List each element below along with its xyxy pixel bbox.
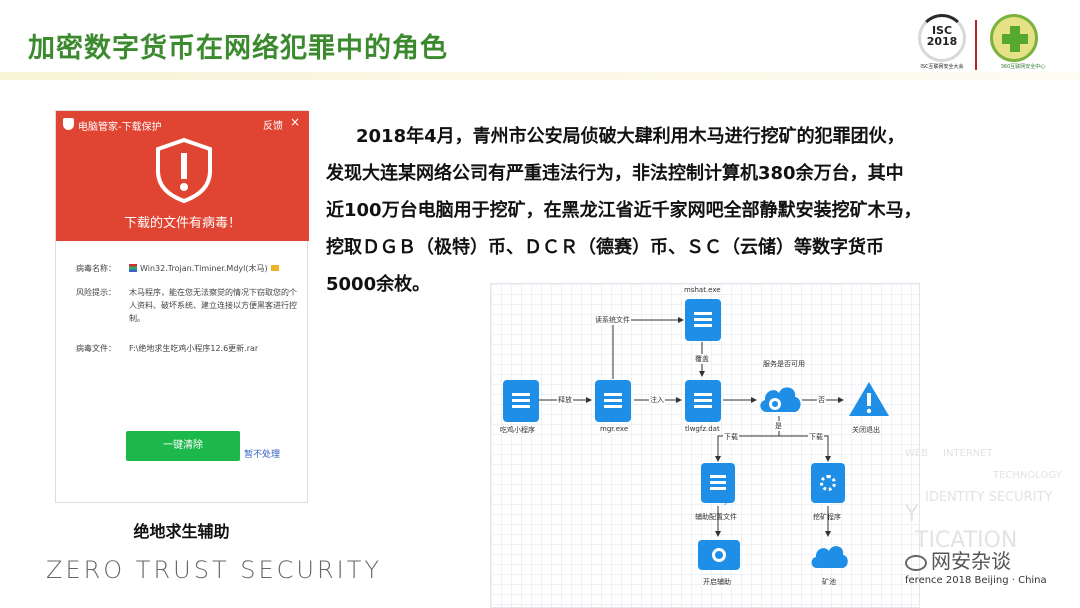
miner-program-node xyxy=(811,463,845,503)
mshat-exe-label: mshat.exe xyxy=(684,286,721,294)
bg-word: WEB xyxy=(905,448,929,459)
title-underline-bar xyxy=(0,72,1080,80)
mining-pool-cloud-icon xyxy=(811,546,848,568)
virus-warning-text: 下载的文件有病毒！ xyxy=(123,216,241,231)
folder-icon xyxy=(270,265,279,271)
mshat-exe-node xyxy=(685,299,721,341)
chiji-program-label: 吃鸡小程序 xyxy=(500,426,535,434)
edge-download-1: 下载 xyxy=(723,432,739,442)
risk-tip-value: 木马程序，能在您无法察觉的情况下窃取您的个人资料、破坏系统、建立连接以方便黑客进… xyxy=(129,288,297,323)
360-logo-icon xyxy=(990,14,1038,62)
bg-word: Y xyxy=(905,502,919,527)
chiji-program-node xyxy=(503,380,539,422)
zero-trust-footer: ZERO TRUST SECURITY xyxy=(46,556,383,584)
service-check-label: 服务是否可用 xyxy=(763,360,805,368)
virus-file-label: 病毒文件： xyxy=(76,344,116,353)
isc-logo-text: ISC 2018 xyxy=(926,24,958,48)
wechat-watermark: 网安杂谈 xyxy=(905,545,1011,574)
dialog-title: 电脑管家-下载保护 xyxy=(78,122,162,133)
edge-download-2: 下载 xyxy=(808,432,824,442)
background-word-cloud: WEB INTERNET TECHNOLOGY IDENTITY SECURIT… xyxy=(905,440,1080,608)
virus-file-value: F:\绝地求生吃鸡小程序12.6更新.rar xyxy=(129,344,259,353)
cscfg-desc-label: 辅助配置文件 xyxy=(695,513,737,521)
risk-tip-label: 风险提示： xyxy=(76,288,116,297)
mining-trojan-flow-diagram: 吃鸡小程序 mgr.exe mshat.exe tlwgfz.dat 服务是否可… xyxy=(490,283,920,608)
miner-program-label: 挖矿程序 xyxy=(813,513,841,521)
cscfg-node xyxy=(701,463,735,503)
edge-inject: 注入 xyxy=(649,395,665,405)
warning-shield-icon xyxy=(156,137,212,203)
conference-watermark: ference 2018 Beijing · China xyxy=(905,575,1047,586)
paragraph-line: 挖取ＤＧＢ（极特）币、ＤＣＲ（德赛）币、ＳＣ（云储）等数字货币 xyxy=(326,237,884,258)
dialog-caption: 绝地求生辅助 xyxy=(133,522,230,541)
bg-word: INTERNET xyxy=(943,448,993,459)
one-click-clean-button[interactable]: 一键清除 xyxy=(126,431,240,461)
cscfg-label: .cscfg xyxy=(707,497,728,505)
edge-overwrite: 覆盖 xyxy=(694,354,710,364)
edge-yes: 是 xyxy=(774,421,783,431)
close-icon[interactable]: × xyxy=(290,115,301,129)
paragraph-line: 5000余枚。 xyxy=(326,274,431,295)
open-assist-node xyxy=(698,540,740,570)
rar-file-icon xyxy=(129,264,137,272)
edge-no: 否 xyxy=(817,395,826,405)
edge-release: 释放 xyxy=(557,395,573,405)
open-assist-label: 开启辅助 xyxy=(703,578,731,586)
edge-read-sys: 读系统文件 xyxy=(594,315,631,325)
warning-triangle-icon xyxy=(849,382,889,416)
paragraph-line: 2018年4月，青州市公安局侦破大肆利用木马进行挖矿的犯罪团伙， xyxy=(356,126,905,147)
case-paragraph: 2018年4月，青州市公安局侦破大肆利用木马进行挖矿的犯罪团伙， 发现大连某网络… xyxy=(326,118,1046,303)
mgr-exe-label: mgr.exe xyxy=(600,425,629,433)
download-protection-dialog: 电脑管家-下载保护 反馈 × 下载的文件有病毒！ 病毒名称： Win32.Tro… xyxy=(55,110,309,503)
tlwgfz-dat-label: tlwgfz.dat xyxy=(685,425,720,433)
paragraph-line: 近100万台电脑用于挖矿，在黑龙江省近千家网吧全部静默安装挖矿木马， xyxy=(326,200,922,221)
isc-logo-subtitle: ISC互联网安全大会 xyxy=(920,64,964,70)
feedback-link[interactable]: 反馈 xyxy=(263,121,283,132)
virus-name-value: Win32.Trojan.Tlminer.Mdyl(木马) xyxy=(129,262,299,275)
bg-word: TECHNOLOGY xyxy=(993,470,1062,481)
tlwgfz-dat-node xyxy=(685,380,721,422)
dialog-header: 电脑管家-下载保护 反馈 × 下载的文件有病毒！ xyxy=(56,111,309,241)
isc-logo-icon xyxy=(918,14,966,62)
paragraph-line: 发现大连某网络公司有严重违法行为，非法控制计算机380余万台，其中 xyxy=(326,163,904,184)
skip-link[interactable]: 暂不处理 xyxy=(244,450,281,460)
service-check-cloud-icon xyxy=(760,387,801,412)
close-exit-label: 关闭退出 xyxy=(852,426,880,434)
mining-pool-label: 矿池 xyxy=(822,578,836,586)
bg-word: TICATION xyxy=(915,528,1018,553)
360-logo-subtitle: 360互联网安全中心 xyxy=(1000,64,1046,70)
wechat-icon xyxy=(905,554,927,571)
mgr-exe-node xyxy=(595,380,631,422)
guard-shield-icon xyxy=(63,118,74,130)
virus-name-label: 病毒名称： xyxy=(76,264,116,273)
bg-word: IDENTITY SECURITY xyxy=(925,490,1053,505)
logo-divider xyxy=(975,20,977,70)
slide-title: 加密数字货币在网络犯罪中的角色 xyxy=(28,33,448,64)
